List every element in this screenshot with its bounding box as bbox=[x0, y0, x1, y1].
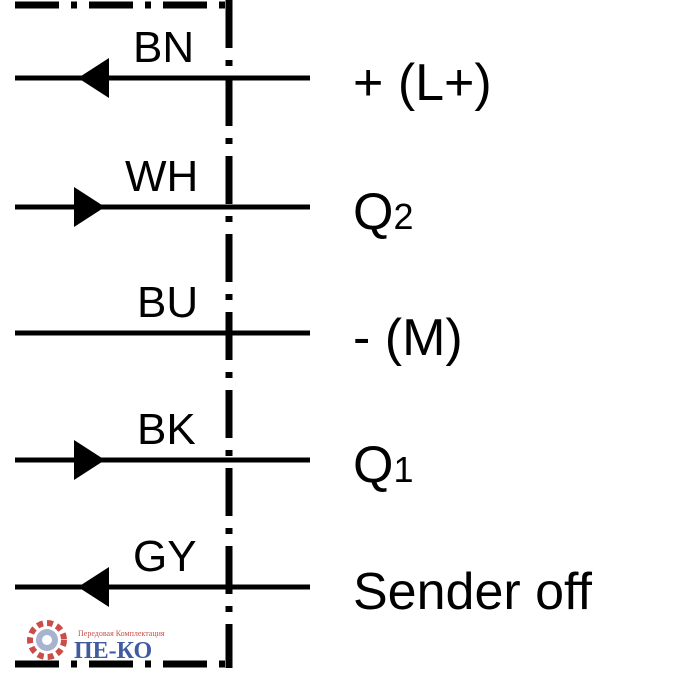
signal-main: Q bbox=[353, 436, 393, 494]
signal-label: - (M) bbox=[353, 309, 463, 367]
wire-row-bk: BK Q1 bbox=[15, 405, 413, 494]
wire-row-wh: WH Q2 bbox=[15, 152, 413, 241]
arrow-left-icon bbox=[78, 567, 109, 607]
signal-label: Sender off bbox=[353, 563, 593, 621]
arrow-left-icon bbox=[78, 58, 109, 98]
logo-name: ПЕ-КО bbox=[74, 638, 152, 664]
wire-row-gy: GY Sender off bbox=[15, 532, 593, 621]
company-logo: Передовая Комплектация ПЕ-КО bbox=[27, 620, 165, 664]
signal-label: + (L+) bbox=[353, 54, 492, 112]
signal-subscript: 1 bbox=[393, 449, 413, 490]
signal-label: Q2 bbox=[353, 183, 413, 241]
signal-main: Q bbox=[353, 183, 393, 241]
wire-code-label: BU bbox=[137, 278, 198, 327]
wire-code-label: BK bbox=[137, 405, 196, 454]
wire-code-label: GY bbox=[133, 532, 197, 581]
signal-subscript: 2 bbox=[393, 196, 413, 237]
gear-icon bbox=[27, 620, 67, 660]
wire-row-bu: BU - (M) bbox=[15, 278, 463, 367]
arrow-right-icon bbox=[74, 440, 105, 480]
wire-code-label: WH bbox=[125, 152, 198, 201]
signal-label: Q1 bbox=[353, 436, 413, 494]
wire-code-label: BN bbox=[133, 23, 194, 72]
wire-row-bn: BN + (L+) bbox=[15, 23, 492, 112]
arrow-right-icon bbox=[74, 187, 105, 227]
logo-tagline: Передовая Комплектация bbox=[78, 629, 165, 638]
